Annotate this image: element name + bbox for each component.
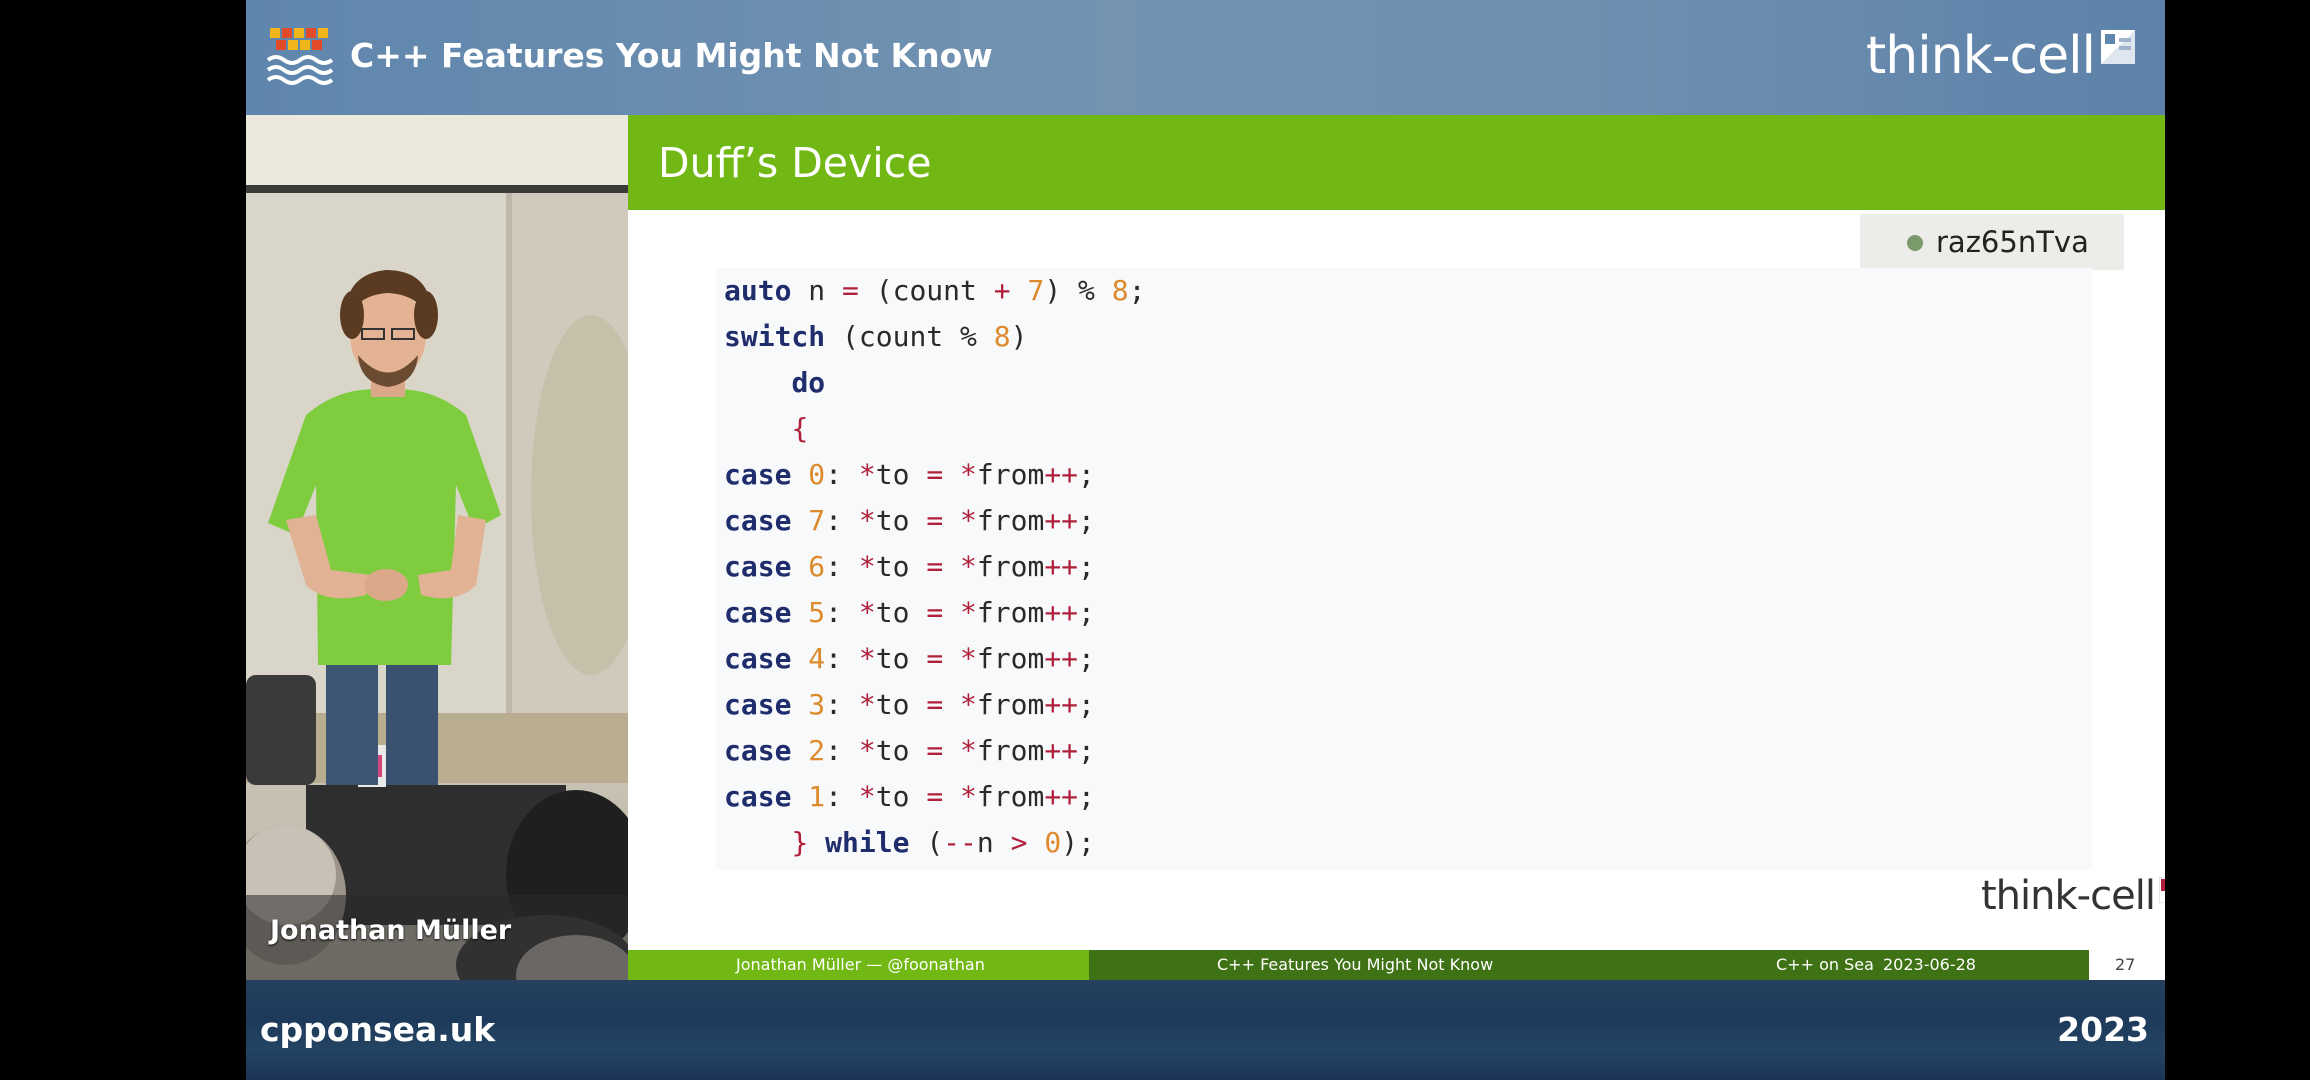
code-block: auto n = (count + 7) % 8; switch (count %… — [716, 268, 2092, 870]
room-code-badge: raz65nTva — [1860, 214, 2124, 270]
code-line: } while (--n > 0); — [791, 826, 1095, 859]
think-cell-logo-slide: think-cell — [1981, 873, 2165, 919]
conference-year: 2023 — [2057, 1010, 2149, 1049]
code-line: case 4: *to = *from++; — [724, 642, 1095, 675]
speaker-scene-image — [246, 115, 628, 980]
footer-page-number: 27 — [2115, 955, 2136, 974]
cpponsea-logo-icon — [266, 28, 334, 85]
code-line: case 1: *to = *from++; — [724, 780, 1095, 813]
code-line: case 0: *to = *from++; — [724, 458, 1095, 491]
footer-talk: C++ Features You Might Not Know — [1217, 955, 1494, 974]
speaker-name: Jonathan Müller — [270, 915, 512, 946]
room-code-icon — [1907, 235, 1923, 251]
footer-event: C++ on Sea — [1776, 955, 1874, 974]
slide-footer: Jonathan Müller — @foonathan C++ Feature… — [628, 950, 2165, 980]
slide: Duff’s Device raz65nTva auto n = (count … — [628, 115, 2165, 980]
think-cell-logo-text: think-cell — [1865, 26, 2096, 86]
code-line: do — [791, 366, 826, 399]
think-cell-flag-icon — [2101, 30, 2135, 64]
code-line: case 2: *to = *from++; — [724, 734, 1095, 767]
think-cell-flag-icon — [2158, 876, 2165, 904]
bottom-banner: cpponsea.uk 2023 — [246, 980, 2165, 1080]
speaker-video: Jonathan Müller — [246, 115, 628, 980]
site-url: cpponsea.uk — [260, 1010, 496, 1049]
footer-info-section: C++ Features You Might Not Know C++ on S… — [1089, 950, 2089, 980]
room-code: raz65nTva — [1936, 225, 2089, 259]
code-line: case 7: *to = *from++; — [724, 504, 1095, 537]
code-line: case 5: *to = *from++; — [724, 596, 1095, 629]
code-line: case 6: *to = *from++; — [724, 550, 1095, 583]
talk-title: C++ Features You Might Not Know — [350, 36, 993, 75]
slide-title: Duff’s Device — [658, 139, 932, 187]
slide-header: Duff’s Device — [628, 115, 2165, 210]
think-cell-logo-slide-text: think-cell — [1981, 873, 2156, 919]
footer-author: Jonathan Müller — @foonathan — [736, 955, 985, 974]
code-line: switch (count % 8) — [724, 320, 1028, 353]
code-line: auto n = (count + 7) % 8; — [724, 274, 1146, 307]
footer-date: 2023-06-28 — [1883, 955, 1976, 974]
think-cell-logo: think-cell — [1866, 26, 2135, 86]
video-frame: C++ Features You Might Not Know think-ce… — [246, 0, 2165, 1080]
top-banner: C++ Features You Might Not Know think-ce… — [246, 0, 2165, 115]
code-line: { — [791, 412, 809, 445]
footer-page-section: 27 — [2089, 950, 2165, 980]
code-line: case 3: *to = *from++; — [724, 688, 1095, 721]
footer-author-section: Jonathan Müller — @foonathan — [628, 950, 1089, 980]
